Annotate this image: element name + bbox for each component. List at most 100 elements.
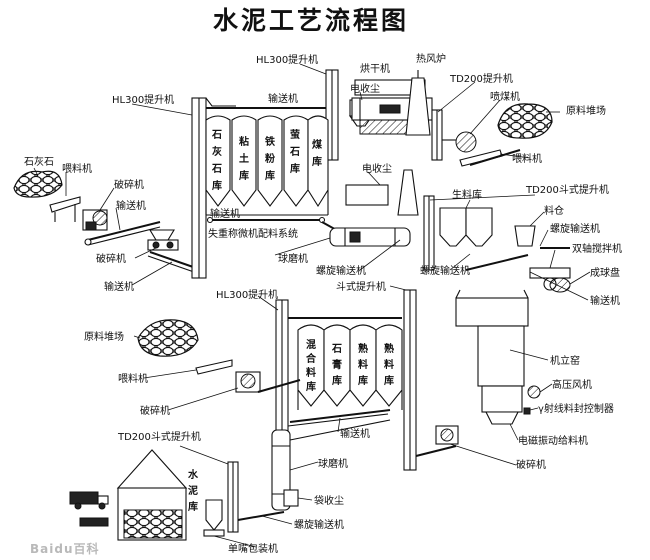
- label-conveyor-left2: 输送机: [104, 280, 134, 293]
- cement-store-building: 水 泥 库: [116, 449, 199, 541]
- silo-coal: [307, 115, 329, 208]
- crusher-left: [82, 209, 108, 231]
- label-crusher-left: 破碎机: [114, 178, 144, 191]
- label-bag-dust: 袋收尘: [314, 494, 344, 507]
- label-crusher-left2: 破碎机: [96, 252, 126, 265]
- silo-gypsum: [323, 324, 351, 407]
- label-conveyor-silos: 输送机: [210, 207, 240, 220]
- label-dust-mid: 电收尘: [362, 162, 392, 175]
- labels: HL300提升机 HL300提升机 输送机 烘干机 热风炉 电收尘 TD200提…: [24, 52, 622, 555]
- crusher-right: [435, 425, 459, 445]
- label-raw-yard-bottom: 原料堆场: [84, 330, 124, 343]
- label-coal-mill: 喷煤机: [490, 90, 520, 103]
- label-pelletizer: 成球盘: [590, 266, 620, 279]
- crusher-left2: [147, 229, 179, 251]
- label-crusher-right: 破碎机: [516, 458, 546, 471]
- watermark: Baidu百科: [30, 541, 100, 556]
- silo-clinker-1: [349, 324, 377, 407]
- label-ball-mill-top: 球磨机: [278, 252, 308, 265]
- shaft-kiln: [455, 289, 529, 413]
- silo-limestone-char-3: 石: [211, 163, 222, 175]
- silo-clinker1-char-3: 库: [358, 374, 368, 387]
- feeder-left: [49, 196, 81, 222]
- conveyor-left2: [147, 251, 197, 273]
- silo-limestone-char-4: 库: [212, 179, 222, 192]
- silo-iron: [257, 115, 283, 207]
- silo-coal-char-2: 库: [312, 155, 322, 168]
- cement-store-char-2: 泥: [188, 484, 198, 497]
- silo-iron-char-1: 铁: [265, 135, 275, 148]
- silo-coal-char-1: 煤: [312, 138, 322, 151]
- label-hl300-left: HL300提升机: [112, 93, 174, 106]
- silo-fluorite: [283, 115, 309, 207]
- vibrating-feeder: [485, 411, 519, 425]
- silo-iron-char-2: 粉: [265, 152, 275, 165]
- cement-store-char-1: 水: [187, 468, 199, 481]
- silo-clay-char-2: 土: [239, 152, 249, 165]
- silo-limestone-char-2: 灰: [212, 145, 222, 158]
- conveyor-right-bottom: [415, 445, 457, 457]
- silo-gypsum-char-1: 石: [331, 343, 342, 355]
- bin-right: [514, 225, 536, 247]
- silo-clinker2-char-3: 库: [384, 374, 394, 387]
- hl300-elevator-top: [325, 69, 339, 161]
- feeder-right-top: [459, 149, 521, 167]
- label-screw-bottom: 螺旋输送机: [294, 518, 344, 531]
- label-td200-bucket: TD200斗式提升机: [525, 183, 609, 196]
- silo-mixed-char-1: 混: [306, 338, 316, 351]
- crusher-bottom: [235, 371, 261, 393]
- silo-limestone: [205, 115, 231, 207]
- leader-lines: [33, 63, 591, 548]
- conveyor-bottom-left: [257, 379, 301, 393]
- conveyor-right-up: [465, 254, 529, 271]
- label-conveyor-right: 输送机: [590, 294, 620, 307]
- label-bucket-elev: 斗式提升机: [336, 280, 386, 293]
- conveyor-bottom-belt: [287, 409, 391, 427]
- truck: [69, 491, 109, 527]
- label-dust-top: 电收尘: [350, 82, 380, 95]
- td200-bucket-elevator: [423, 195, 435, 271]
- silo-mixed: [297, 324, 325, 407]
- packer: [203, 499, 225, 537]
- raw-yard-bottom: [137, 319, 199, 357]
- silo-mixed-char-4: 库: [306, 380, 316, 393]
- bucket-elevator-mid: [403, 289, 417, 471]
- label-ray-control: γ射线料封控制器: [538, 402, 614, 415]
- td200-elevator-top: [431, 109, 443, 161]
- label-dryer: 烘干机: [360, 62, 390, 75]
- ball-mill-top: [329, 227, 411, 247]
- raw-silo: [439, 207, 493, 247]
- label-bin: 料仓: [544, 204, 564, 217]
- bag-dust-collector: [283, 489, 299, 507]
- conveyor-left: [84, 221, 161, 246]
- blower: [527, 385, 541, 399]
- ray-controller: [523, 407, 531, 415]
- label-td200-bottom: TD200斗式提升机: [117, 430, 201, 443]
- label-raw-silo: 生料库: [452, 188, 482, 201]
- silo-mixed-char-2: 合: [305, 352, 317, 365]
- label-ball-mill-bottom: 球磨机: [318, 457, 348, 470]
- feeder-bottom: [195, 359, 233, 375]
- label-hl300-top: HL300提升机: [256, 53, 318, 66]
- silo-group-top: 石 灰 石 库 粘 土 库 铁 粉 库 萤 石 库 煤 库: [205, 115, 329, 216]
- hot-furnace: [405, 70, 431, 136]
- label-vib-feeder: 电磁振动给料机: [518, 434, 588, 447]
- screw-bottom: [237, 511, 285, 521]
- silo-clinker2-char-2: 料: [384, 358, 394, 371]
- label-feeder-left: 喂料机: [62, 162, 92, 175]
- label-screw-mid2: 螺旋输送机: [420, 264, 470, 277]
- raw-yard-top: [497, 103, 553, 139]
- label-packer: 单嘴包装机: [228, 542, 278, 555]
- silo-fluorite-char-3: 库: [290, 162, 300, 175]
- silo-mixed-char-3: 料: [306, 366, 316, 379]
- coal-mill: [442, 131, 477, 153]
- limestone-pile: [13, 170, 63, 198]
- silo-fluorite-char-2: 石: [289, 146, 300, 158]
- silo-gypsum-char-2: 膏: [332, 358, 342, 371]
- label-feeder-right: 喂料机: [512, 152, 542, 165]
- label-screw-mid1: 螺旋输送机: [316, 264, 366, 277]
- label-screw-right: 螺旋输送机: [550, 222, 600, 235]
- batching-belt: [206, 216, 326, 224]
- label-raw-yard-top: 原料堆场: [566, 104, 606, 117]
